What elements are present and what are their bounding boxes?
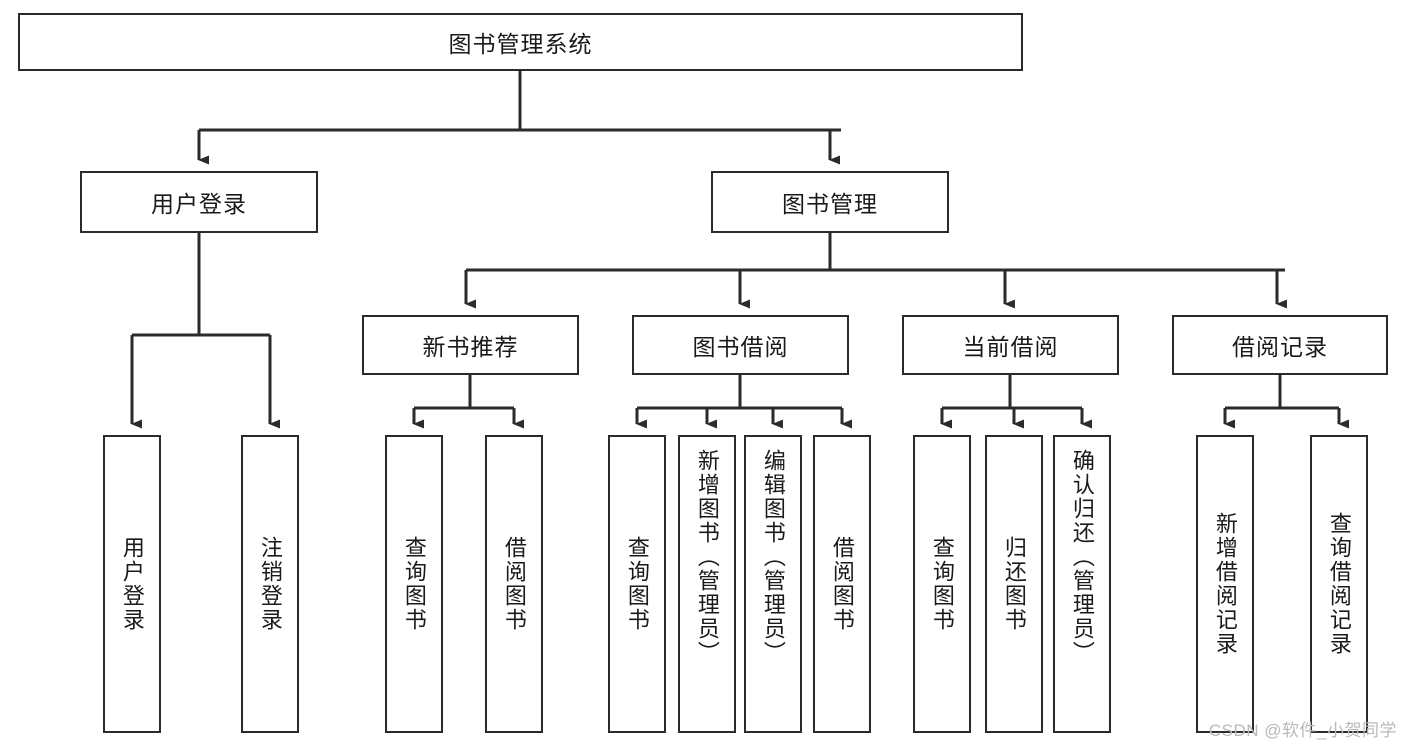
node-user-login-label: 用户登录: [151, 191, 247, 217]
node-leaf-query-book-2[interactable]: 查询图书: [608, 435, 666, 733]
node-leaf-query-book-3-label: 查询图书: [929, 536, 955, 632]
node-leaf-query-book-1-label: 查询图书: [401, 536, 427, 632]
node-leaf-logout-login-label: 注销登录: [257, 536, 283, 632]
node-leaf-borrow-book-1[interactable]: 借阅图书: [485, 435, 543, 733]
node-borrow-record[interactable]: 借阅记录: [1172, 315, 1388, 375]
node-leaf-borrow-book-2-label: 借阅图书: [829, 536, 855, 632]
node-leaf-edit-book[interactable]: 编辑图书（管理员）: [744, 435, 802, 733]
node-book-borrow-label: 图书借阅: [692, 334, 789, 360]
node-leaf-confirm-return-label: 确认归还（管理员）: [1069, 449, 1095, 665]
node-leaf-query-borrow-record[interactable]: 查询借阅记录: [1310, 435, 1368, 733]
node-root-label: 图书管理系统: [448, 31, 593, 57]
node-borrow-record-label: 借阅记录: [1232, 334, 1328, 360]
node-book-manage-label: 图书管理: [782, 191, 878, 217]
node-leaf-borrow-book-2[interactable]: 借阅图书: [813, 435, 871, 733]
node-leaf-query-book-2-label: 查询图书: [624, 536, 650, 632]
node-leaf-query-book-1[interactable]: 查询图书: [385, 435, 443, 733]
csdn-watermark: CSDN @软件_小贺同学: [1208, 721, 1397, 740]
node-leaf-add-book-label: 新增图书（管理员）: [694, 449, 720, 665]
node-leaf-add-borrow-record[interactable]: 新增借阅记录: [1196, 435, 1254, 733]
node-leaf-user-login-label: 用户登录: [119, 536, 145, 632]
node-leaf-logout-login[interactable]: 注销登录: [241, 435, 299, 733]
node-new-book-recommend[interactable]: 新书推荐: [362, 315, 579, 375]
node-leaf-query-borrow-record-label: 查询借阅记录: [1326, 512, 1352, 656]
node-current-borrow[interactable]: 当前借阅: [902, 315, 1119, 375]
node-book-manage[interactable]: 图书管理: [711, 171, 949, 233]
node-book-borrow[interactable]: 图书借阅: [632, 315, 849, 375]
node-leaf-add-book[interactable]: 新增图书（管理员）: [678, 435, 736, 733]
node-leaf-return-book-label: 归还图书: [1001, 536, 1027, 632]
node-leaf-add-borrow-record-label: 新增借阅记录: [1212, 512, 1238, 656]
node-leaf-query-book-3[interactable]: 查询图书: [913, 435, 971, 733]
node-current-borrow-label: 当前借阅: [962, 334, 1059, 360]
node-leaf-return-book[interactable]: 归还图书: [985, 435, 1043, 733]
node-leaf-confirm-return[interactable]: 确认归还（管理员）: [1053, 435, 1111, 733]
node-leaf-user-login[interactable]: 用户登录: [103, 435, 161, 733]
node-root-system[interactable]: 图书管理系统: [18, 13, 1023, 71]
node-leaf-borrow-book-1-label: 借阅图书: [501, 536, 527, 632]
node-new-book-recommend-label: 新书推荐: [422, 334, 519, 360]
node-user-login[interactable]: 用户登录: [80, 171, 318, 233]
node-leaf-edit-book-label: 编辑图书（管理员）: [760, 449, 786, 665]
